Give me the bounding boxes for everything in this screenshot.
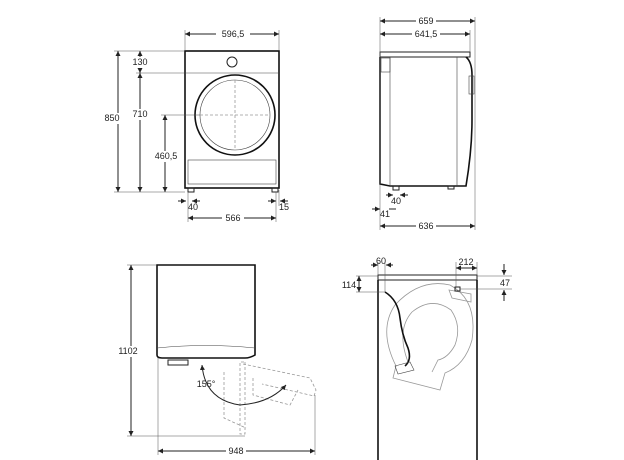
top-panel-label: 130: [132, 57, 147, 67]
door-center-label: 460,5: [155, 151, 178, 161]
foot-right: [271, 187, 279, 193]
outlet-height-label: 47: [500, 278, 510, 288]
hose-height-label: 114: [342, 280, 356, 290]
front-view: 596,5 850 130 710 460,5 40 15 566: [104, 29, 289, 223]
depth-total-label: 659: [418, 16, 433, 26]
top-body-outline: [156, 264, 256, 359]
program-knob: [226, 56, 238, 68]
front-width-label: 596,5: [222, 29, 245, 39]
rear-connections-view: 60 212 114 47: [342, 256, 512, 460]
foot-left-offset-label: 40: [188, 202, 198, 212]
height-with-door-label: 1102: [118, 346, 137, 356]
outlet-box: [448, 289, 472, 303]
front-height-label: 850: [104, 113, 119, 123]
door-handle: [468, 75, 475, 95]
width-with-door-label: 948: [228, 446, 243, 456]
door-height-label: 710: [132, 109, 147, 119]
door-open-view: 155° 1102 948: [118, 264, 317, 456]
depth-base-label: 636: [418, 221, 433, 231]
depth-body-label: 641,5: [415, 29, 438, 39]
door-angle-label: 155°: [197, 379, 216, 389]
drum-outline: [386, 283, 474, 391]
side-foot-offset-label: 40: [391, 196, 401, 206]
foot-left: [187, 187, 195, 193]
rear-connector: [380, 57, 391, 73]
side-body-outline: [379, 56, 473, 187]
foot-right-offset-label: 15: [279, 202, 289, 212]
rear-offset-label: 41: [380, 209, 390, 219]
outlet-offset-label: 212: [458, 257, 473, 267]
side-view: 659 641,5 40 41 636: [372, 16, 476, 231]
door-angle-arc: [199, 364, 287, 406]
water-container: [187, 159, 277, 185]
drain-hose: [384, 291, 411, 367]
hose-offset-label: 60: [376, 256, 386, 266]
front-body-outline: [184, 50, 280, 189]
foot-span-label: 566: [225, 213, 240, 223]
